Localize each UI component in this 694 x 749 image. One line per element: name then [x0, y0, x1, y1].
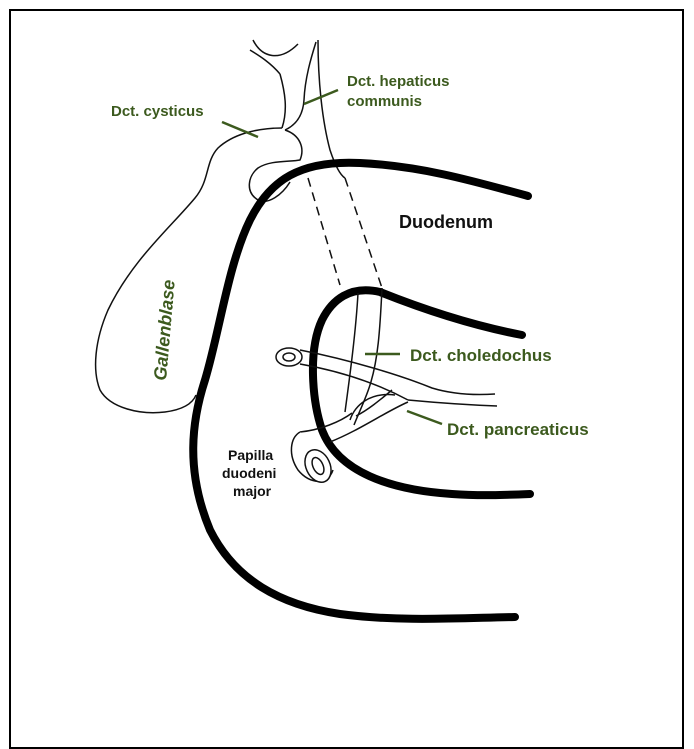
label-papilla-2: duodeni: [222, 465, 276, 481]
label-cysticus: Dct. cysticus: [111, 103, 204, 120]
label-papilla-1: Papilla: [228, 447, 273, 463]
label-duodenum: Duodenum: [399, 212, 493, 232]
hepatic-duct-outline: [250, 40, 345, 178]
dashed-bile-duct: [308, 178, 382, 288]
label-gallenblase: Gallenblase: [150, 279, 179, 381]
leader-pancreaticus: [407, 411, 442, 424]
label-choledochus: Dct. choledochus: [410, 346, 552, 365]
duodenum-inner-wall: [313, 290, 530, 495]
gallbladder-outline: [96, 128, 282, 413]
label-pancreaticus: Dct. pancreaticus: [447, 420, 589, 439]
duct-opening-upper: [276, 348, 302, 366]
label-papilla-3: major: [233, 483, 272, 499]
label-hepaticus-1: Dct. hepaticus: [347, 73, 450, 90]
label-hepaticus-2: communis: [347, 93, 422, 110]
